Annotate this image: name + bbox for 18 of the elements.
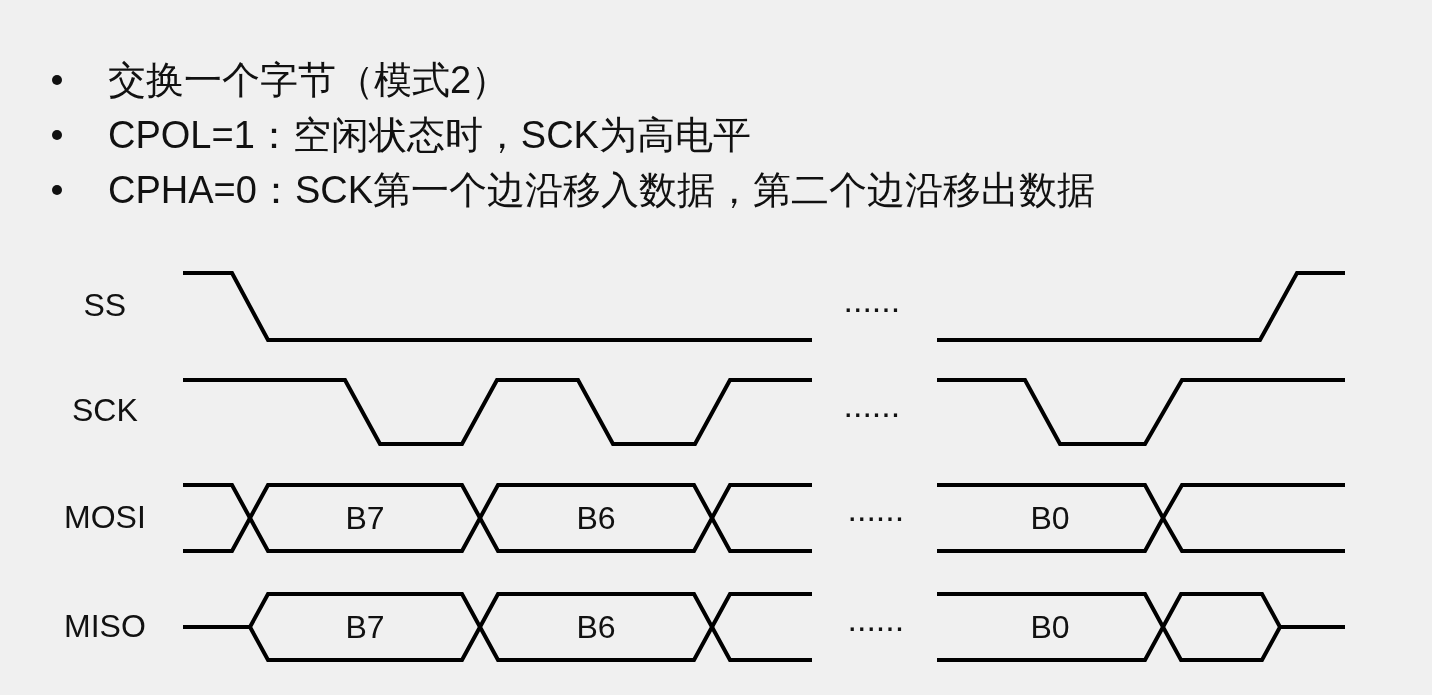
ellipsis: ...... — [847, 602, 905, 636]
data-bit-cell — [1163, 594, 1280, 660]
bullet-text: CPOL=1：空闲状态时，SCK为高电平 — [108, 116, 751, 154]
ellipsis: ...... — [843, 283, 901, 317]
signal-name: SS — [83, 289, 127, 321]
data-bit-cell: B0 — [937, 594, 1163, 660]
data-bit-cell: B0 — [937, 485, 1163, 551]
signal-name: MISO — [64, 610, 146, 642]
data-bit-cell: B6 — [480, 594, 712, 660]
signal-name: MOSI — [64, 501, 146, 533]
ellipsis: ...... — [843, 388, 901, 422]
ellipsis: ...... — [847, 492, 905, 526]
data-bit-cell: B7 — [250, 594, 480, 660]
bullet-text: 交换一个字节（模式2） — [108, 61, 510, 99]
signal-name: SCK — [72, 394, 138, 426]
data-bit-cell: B7 — [250, 485, 480, 551]
data-bit-cell: B6 — [480, 485, 712, 551]
bullet-text: CPHA=0：SCK第一个边沿移入数据，第二个边沿移出数据 — [108, 171, 1096, 209]
